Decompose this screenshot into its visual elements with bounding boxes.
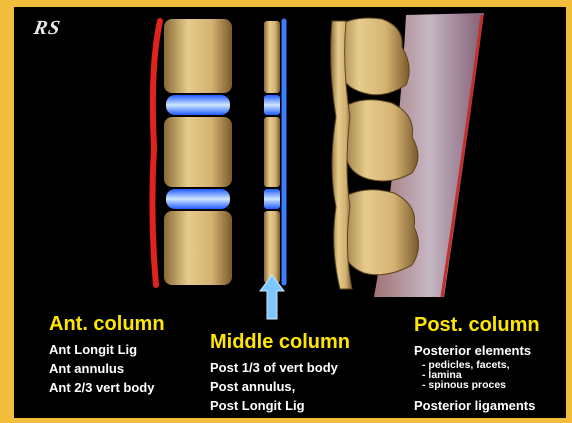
middle-column-block: Middle column Post 1/3 of vert body Post…	[210, 331, 350, 415]
posterior-elements	[331, 18, 419, 289]
anterior-line: Ant annulus	[49, 359, 165, 378]
slide: RS Ant. column Ant Longit Lig Ant annulu…	[14, 7, 566, 418]
anterior-line: Ant Longit Lig	[49, 340, 165, 359]
middle-line: Post Longit Lig	[210, 396, 350, 415]
posterior-sub-item: - spinous proces	[414, 380, 540, 390]
posterior-column-title: Post. column	[414, 314, 540, 337]
middle-line: Post 1/3 of vert body	[210, 358, 350, 377]
posterior-line: Posterior elements	[414, 341, 540, 360]
middle-slice-3	[264, 211, 280, 283]
posterior-column-block: Post. column Posterior elements - pedicl…	[414, 314, 540, 415]
anterior-column-title: Ant. column	[49, 313, 165, 336]
disc-1	[166, 95, 230, 115]
middle-column-arrow	[260, 275, 284, 319]
middle-disc-1	[264, 95, 280, 115]
rs-logo: RS	[32, 17, 63, 40]
middle-slice-1	[264, 21, 280, 93]
disc-2	[166, 189, 230, 209]
middle-column-title: Middle column	[210, 331, 350, 354]
anterior-line: Ant 2/3 vert body	[49, 378, 165, 397]
vertebra-body-2	[164, 117, 232, 187]
anterior-longitudinal-ligament	[152, 21, 160, 285]
middle-line: Post annulus,	[210, 377, 350, 396]
middle-disc-2	[264, 189, 280, 209]
vertebra-body-1	[164, 19, 232, 93]
posterior-line: Posterior ligaments	[414, 396, 540, 415]
middle-slice-2	[264, 117, 280, 187]
anterior-column-block: Ant. column Ant Longit Lig Ant annulus A…	[49, 313, 165, 397]
vertebra-body-3	[164, 211, 232, 285]
